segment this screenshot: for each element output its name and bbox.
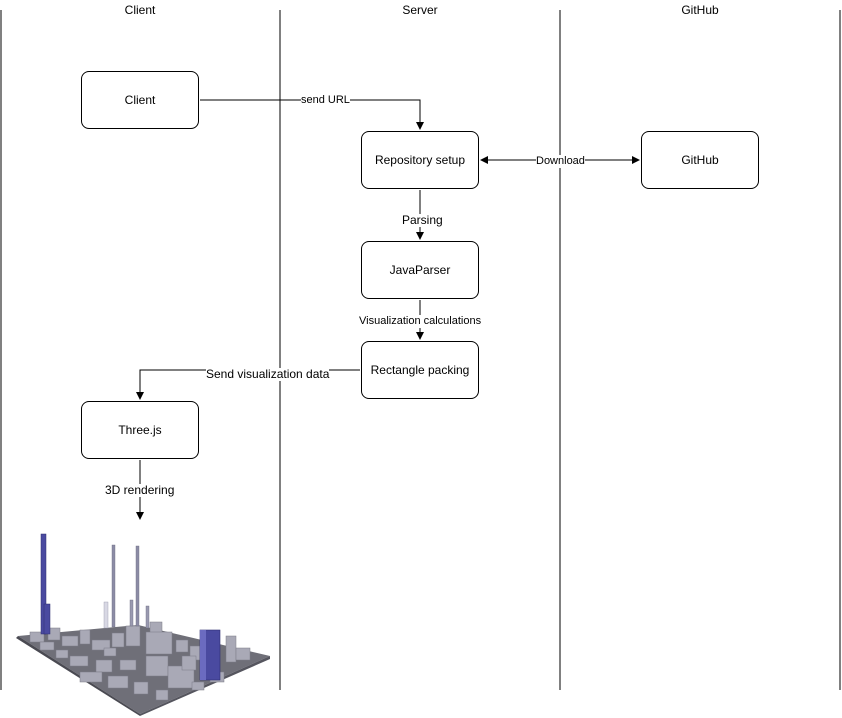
edge-send-url <box>200 99 424 130</box>
lane-title-server: Server <box>402 3 438 17</box>
node-rectangle-packing: Rectangle packing <box>361 341 479 399</box>
node-client: Client <box>81 71 199 129</box>
node-threejs: Three.js <box>81 401 199 459</box>
edge-label-parsing: Parsing <box>402 213 443 227</box>
lane-separators <box>0 10 841 690</box>
lane-title-github: GitHub <box>681 3 719 17</box>
3d-city-render-icon <box>16 533 270 716</box>
node-javaparser: JavaParser <box>361 241 479 299</box>
edge-label-3d-rendering: 3D rendering <box>105 483 175 497</box>
edge-label-send-visualization-data: Send visualization data <box>206 367 330 381</box>
edge-label-download: Download <box>536 155 585 168</box>
node-github: GitHub <box>641 131 759 189</box>
edge-label-send-url: send URL <box>301 94 350 107</box>
lane-title-client: Client <box>124 3 156 17</box>
node-repository-setup: Repository setup <box>361 131 479 189</box>
edge-label-visualization-calculations: Visualization calculations <box>359 315 482 328</box>
